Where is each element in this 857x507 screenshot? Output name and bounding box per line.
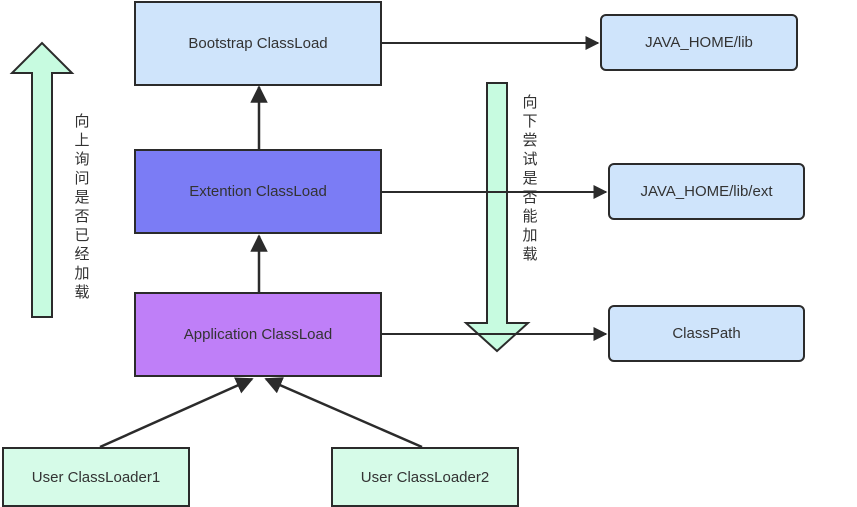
- application-classload-box: Application ClassLoad: [134, 292, 382, 377]
- classpath-box: ClassPath: [608, 305, 805, 362]
- diagram-connectors: [9, 36, 608, 449]
- java-home-lib-ext-box: JAVA_HOME/lib/ext: [608, 163, 805, 220]
- user-classloader2-box: User ClassLoader2: [331, 447, 519, 507]
- extension-classload-box: Extention ClassLoad: [134, 149, 382, 234]
- bootstrap-classload-box: Bootstrap ClassLoad: [134, 1, 382, 86]
- user-classloader1-box: User ClassLoader1: [2, 447, 190, 507]
- java-home-lib-box: JAVA_HOME/lib: [600, 14, 798, 71]
- user2-to-app-arrow: [264, 377, 423, 449]
- up-query-arrow: [9, 41, 75, 318]
- user1-to-app-arrow: [99, 377, 254, 449]
- up-query-label: 向上询问是否已经加载: [74, 112, 90, 301]
- down-try-label: 向下尝试是否能加载: [522, 93, 538, 263]
- down-try-arrow: [463, 82, 531, 353]
